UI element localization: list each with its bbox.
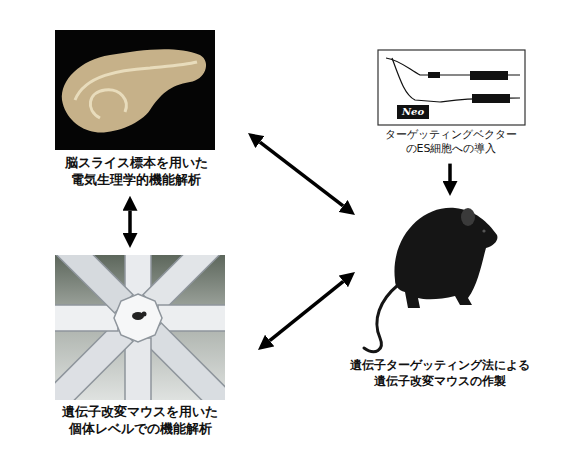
slice-tissue <box>62 49 206 132</box>
exon <box>472 94 510 103</box>
mouse-body <box>394 208 497 308</box>
dentate-layer <box>90 90 126 118</box>
gene-label: Neo <box>397 105 429 119</box>
dna-strand <box>392 58 520 102</box>
mouse-figure <box>364 208 497 352</box>
neo-cassette <box>397 105 429 119</box>
figure-panel: ターゲッティングベクター のES細胞への導入 <box>372 46 530 160</box>
mouse-ear <box>461 208 475 226</box>
arrow <box>448 164 452 181</box>
slice-photo <box>55 30 215 150</box>
double-arrow <box>128 211 132 233</box>
mouse-tail <box>364 285 398 352</box>
exon <box>470 71 508 80</box>
targeting-vector <box>378 50 525 125</box>
figure-panel: 脳スライス標本を用いた 電気生理学的機能解析 <box>50 28 222 192</box>
double-arrow <box>270 281 344 340</box>
figure-panel: 遺伝子ターゲッティング法による 遺伝子改変マウスの作製 <box>345 198 535 392</box>
vector-frame <box>378 50 525 125</box>
figure-panel: 遺伝子改変マウスを用いた 個体レベルでの機能解析 <box>50 252 230 441</box>
mouse-eye <box>482 229 485 232</box>
caption-text: 遺伝子ターゲッティング法による 遺伝子改変マウスの作製 <box>350 358 530 389</box>
caption-text: 遺伝子改変マウスを用いた 個体レベルでの機能解析 <box>62 404 218 438</box>
photo-ground <box>55 30 215 150</box>
double-arrow <box>260 142 343 206</box>
exon <box>428 72 440 78</box>
maze-arms <box>55 255 225 400</box>
caption-text: ターゲッティングベクター のES細胞への導入 <box>385 128 517 157</box>
caption-text: 脳スライス標本を用いた 電気生理学的機能解析 <box>65 155 208 189</box>
maze-photo <box>55 255 225 400</box>
